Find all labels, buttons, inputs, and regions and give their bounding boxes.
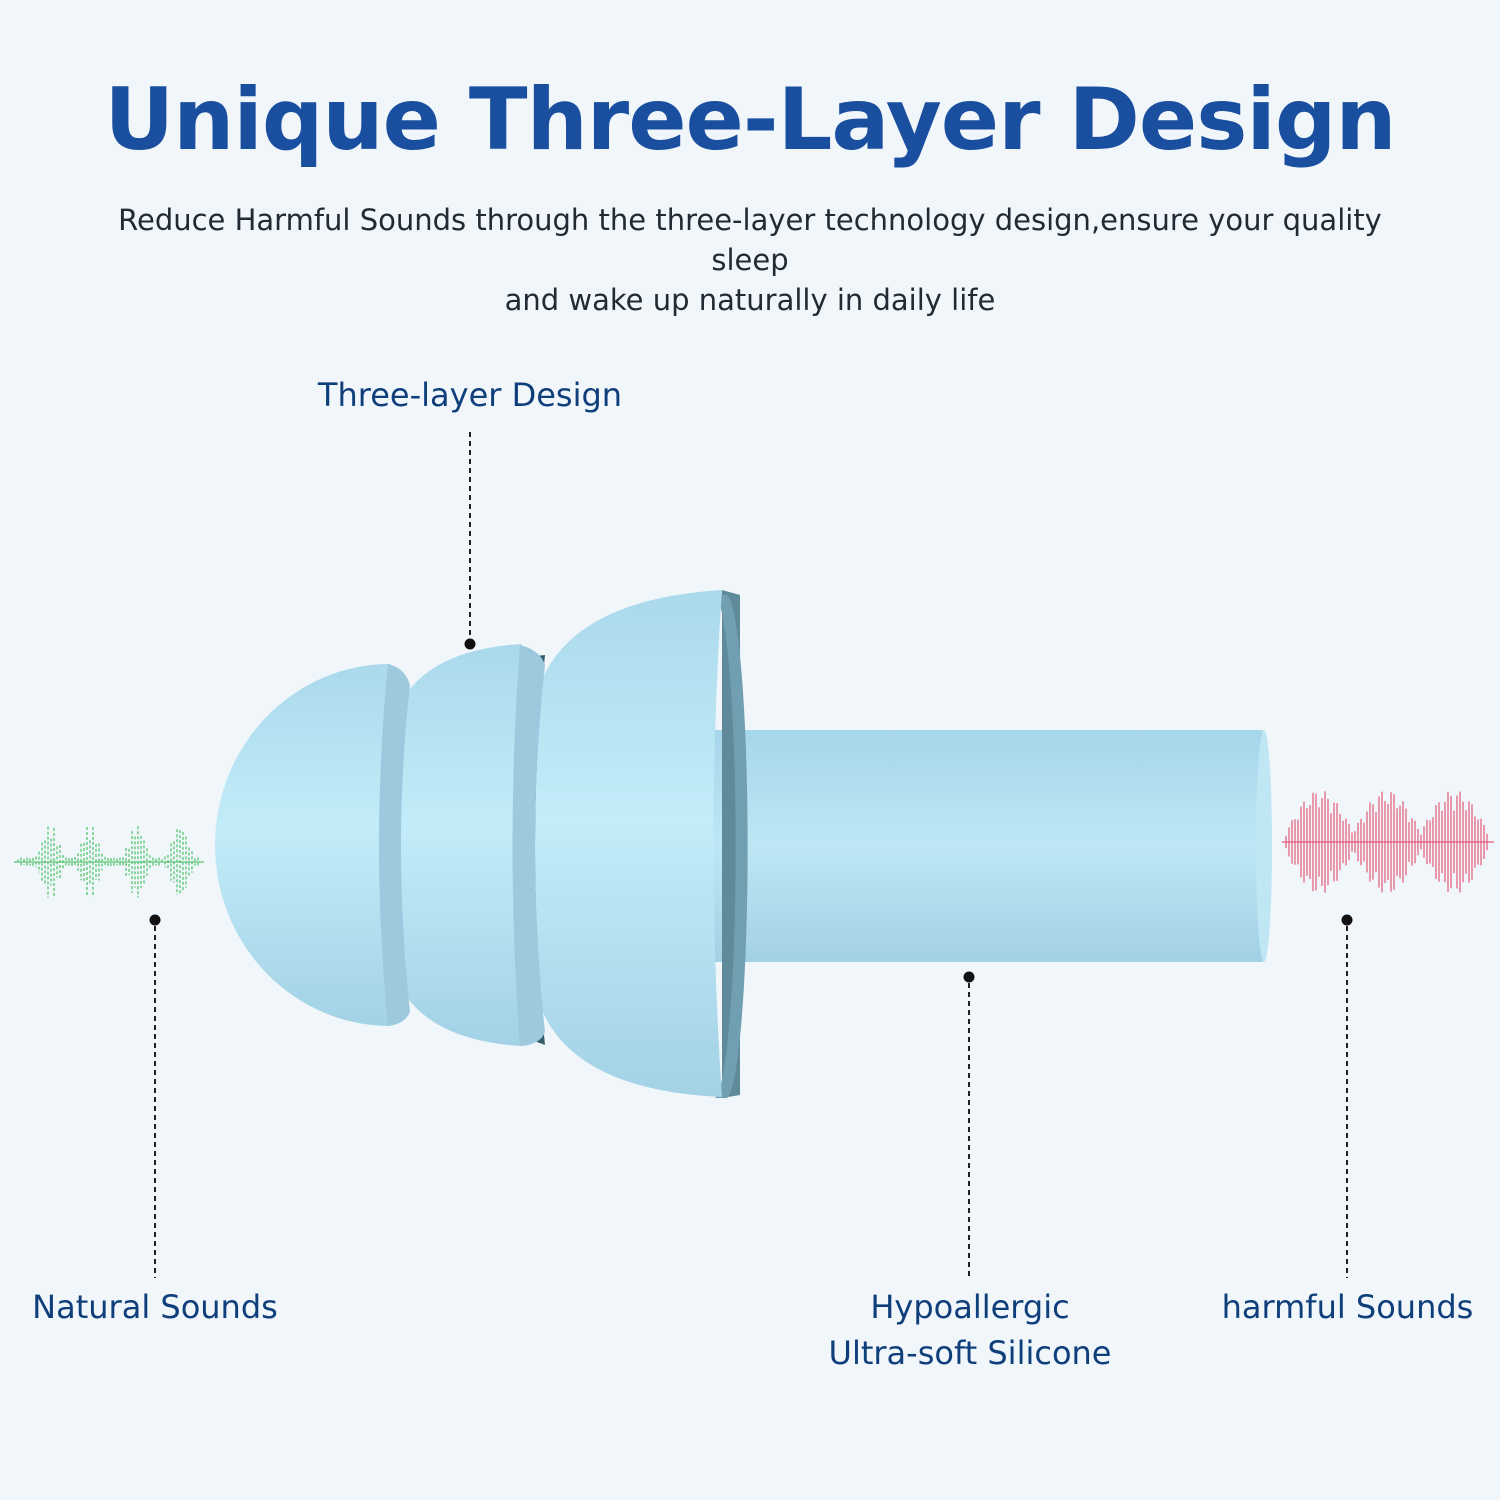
callout-harmful-sounds: harmful Sounds: [1221, 1288, 1474, 1326]
harmful-sound-wave-icon: [1282, 791, 1494, 893]
callout-hypoallergic-silicone: Hypoallergic Ultra-soft Silicone: [800, 1284, 1140, 1376]
callout-three-layer-design: Three-layer Design: [317, 376, 623, 414]
subtitle-line-2: and wake up naturally in daily life: [504, 283, 996, 317]
callout-silicone-line-1: Hypoallergic: [870, 1288, 1070, 1326]
natural-sound-wave-icon: [14, 826, 204, 898]
subtitle: Reduce Harmful Sounds through the three-…: [110, 200, 1390, 320]
earplug-layer-3: [525, 590, 748, 1098]
earplug-illustration-icon: [215, 590, 1272, 1098]
earplug-layer-2: [383, 644, 545, 1046]
callout-connector-harmful: [1341, 914, 1353, 1278]
subtitle-line-1: Reduce Harmful Sounds through the three-…: [118, 203, 1382, 277]
earplug-layer-1: [215, 664, 410, 1026]
callout-natural-sounds: Natural Sounds: [32, 1288, 278, 1326]
callout-silicone-line-2: Ultra-soft Silicone: [828, 1334, 1112, 1372]
earplug-stem: [700, 730, 1265, 962]
callout-connector-natural: [149, 914, 161, 1278]
page-title: Unique Three-Layer Design: [104, 70, 1396, 170]
callout-connector-silicone: [963, 971, 975, 1278]
callout-connector-three-layer: [464, 432, 476, 650]
